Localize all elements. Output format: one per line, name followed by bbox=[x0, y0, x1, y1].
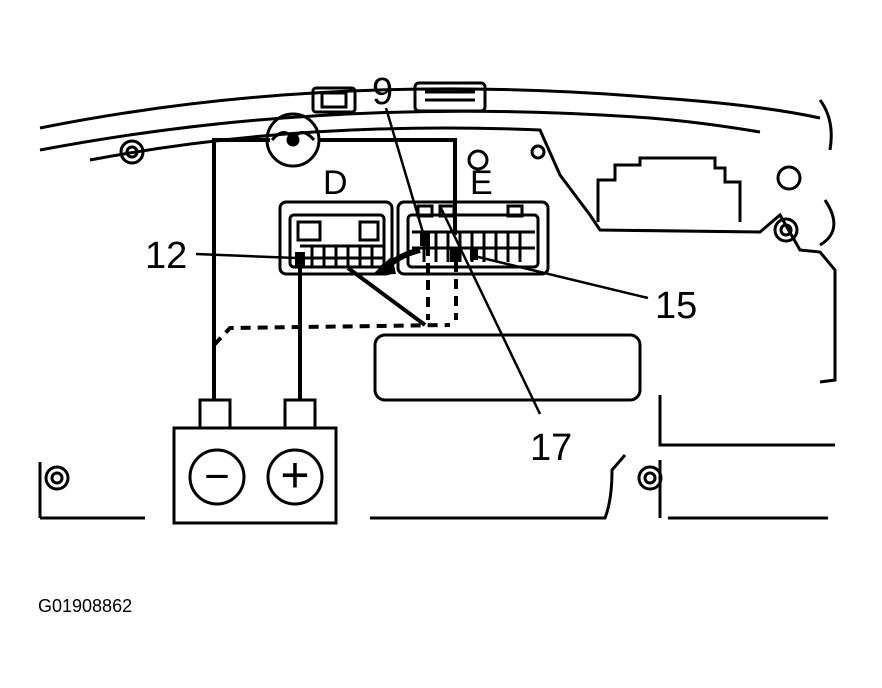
callout-leaders bbox=[195, 107, 649, 415]
bulb-icon bbox=[265, 112, 321, 168]
ecu-bracket bbox=[373, 156, 742, 402]
connector-e-label: E bbox=[470, 164, 493, 202]
hidden-leads bbox=[212, 246, 458, 347]
minus-terminal-icon: − bbox=[204, 452, 230, 501]
callout-12: 12 bbox=[145, 235, 187, 277]
connector-d bbox=[278, 200, 394, 276]
callout-9: 9 bbox=[372, 71, 393, 113]
connector-d-label: D bbox=[323, 164, 348, 202]
arrow-icon bbox=[372, 247, 421, 275]
top-clips bbox=[311, 81, 487, 114]
voltmeter bbox=[172, 398, 338, 525]
callout-17: 17 bbox=[530, 427, 572, 469]
dashboard-outline bbox=[38, 87, 837, 520]
callout-15: 15 bbox=[655, 285, 697, 327]
test-leads bbox=[212, 138, 457, 400]
probe-pins bbox=[295, 232, 478, 266]
figure-id: G01908862 bbox=[38, 596, 132, 616]
plus-terminal-icon: + bbox=[280, 447, 309, 503]
screw-icon bbox=[44, 139, 802, 491]
